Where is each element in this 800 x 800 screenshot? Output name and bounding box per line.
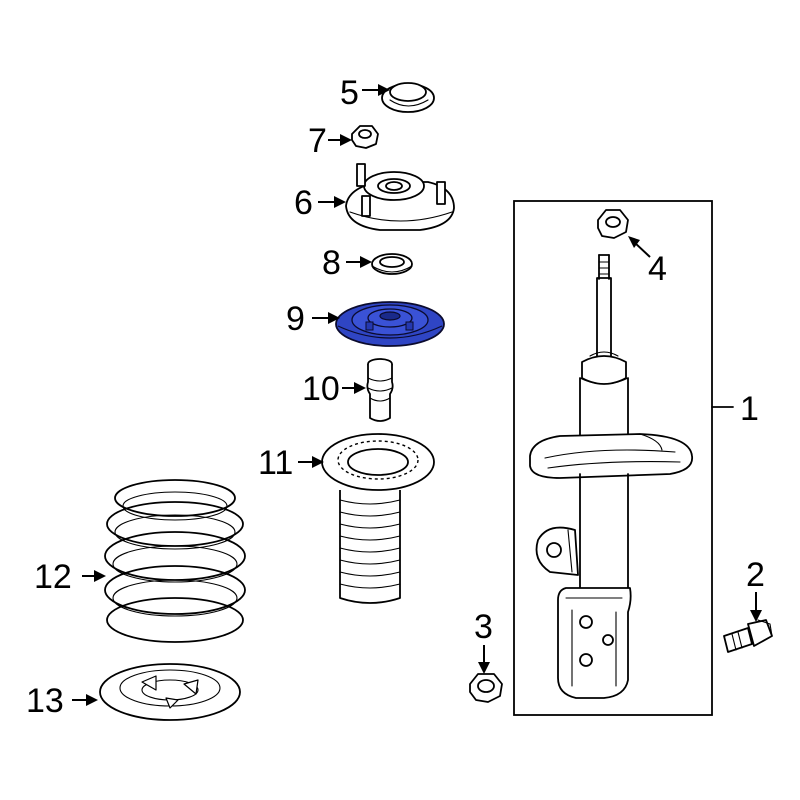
callout-arrow-13 xyxy=(72,694,98,706)
bump-stop-part-10[interactable] xyxy=(366,358,394,422)
dust-boot-part-11[interactable] xyxy=(321,433,435,604)
callout-label-8: 8 xyxy=(322,244,341,282)
callout-arrow-6 xyxy=(318,196,346,208)
callout-arrow-2 xyxy=(750,592,762,622)
callout-label-5: 5 xyxy=(340,74,359,112)
callout-arrow-10 xyxy=(342,382,366,394)
callout-label-11: 11 xyxy=(258,444,293,482)
callout-arrow-3 xyxy=(478,645,490,674)
cap-part-5[interactable] xyxy=(381,82,435,113)
lower-insulator-part-13[interactable] xyxy=(99,663,241,721)
strut-assembly-box xyxy=(513,200,734,716)
strut-assembly[interactable] xyxy=(529,254,693,699)
coil-spring-part-12[interactable] xyxy=(104,479,246,643)
callout-label-3: 3 xyxy=(474,608,493,646)
callout-label-9: 9 xyxy=(286,300,305,338)
callout-arrow-7 xyxy=(328,134,352,146)
callout-arrow-5 xyxy=(362,84,390,96)
callout-label-7: 7 xyxy=(308,122,327,160)
callout-label-12: 12 xyxy=(34,558,72,596)
callout-label-6: 6 xyxy=(294,184,313,222)
callout-arrow-9 xyxy=(312,312,340,324)
callout-label-4: 4 xyxy=(648,250,667,288)
callout-label-10: 10 xyxy=(302,370,340,408)
callout-label-2: 2 xyxy=(746,556,765,594)
washer-part-8[interactable] xyxy=(371,253,413,275)
callout-arrow-4 xyxy=(628,236,651,258)
strut-mount-part-6[interactable] xyxy=(345,163,455,231)
callout-arrow-8 xyxy=(346,256,372,268)
callout-arrow-11 xyxy=(298,456,324,468)
bolt-part-2[interactable] xyxy=(723,619,773,653)
callout-label-13: 13 xyxy=(26,682,64,720)
spring-seat-part-9-highlighted[interactable] xyxy=(335,301,445,347)
nut-part-3[interactable] xyxy=(469,673,503,703)
callout-arrow-12 xyxy=(82,570,106,582)
nut-part-7[interactable] xyxy=(351,125,379,149)
callout-label-1: 1 xyxy=(740,390,759,428)
nut-part-4[interactable] xyxy=(597,209,629,239)
